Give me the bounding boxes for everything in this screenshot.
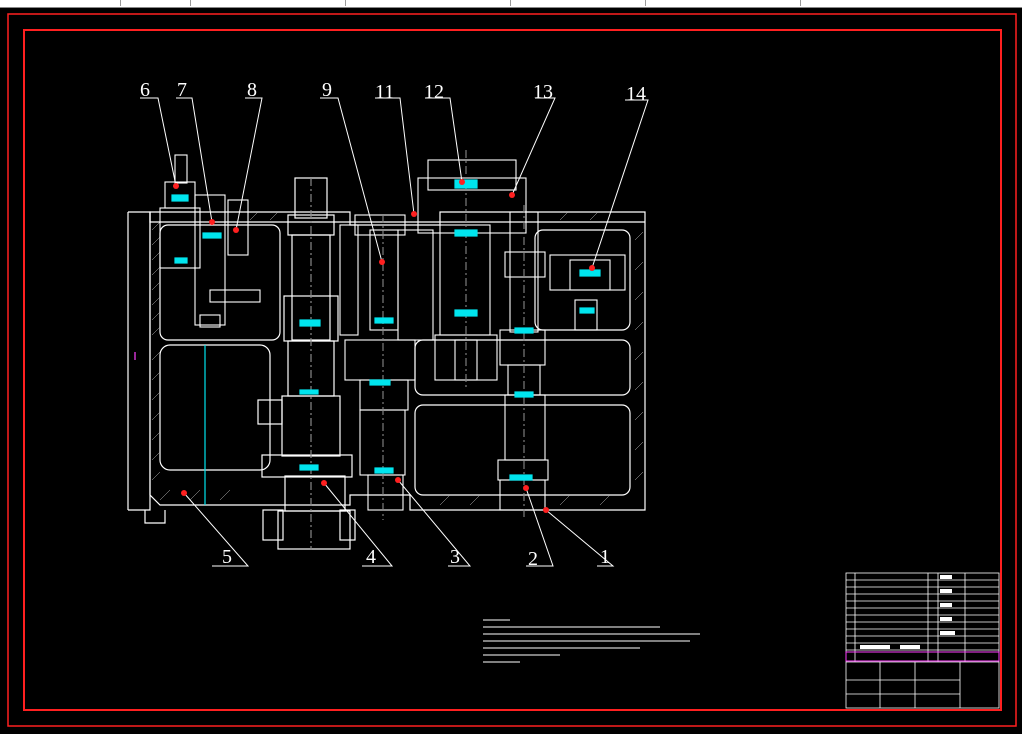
toolbar-segment[interactable]: [645, 0, 801, 6]
inner-frame: [23, 29, 1002, 711]
callout-13: 13: [533, 81, 553, 103]
callout-1: 1: [600, 546, 610, 568]
callout-6: 6: [140, 79, 150, 101]
toolbar-segment[interactable]: [0, 0, 121, 6]
callout-12: 12: [424, 81, 444, 103]
wall-hatching: [151, 211, 644, 506]
leader-lines: [140, 97, 649, 567]
leader-arrowheads: [173, 179, 595, 513]
toolbar-segment[interactable]: [120, 0, 191, 6]
technical-notes: [483, 619, 700, 663]
toolbar-segment[interactable]: [345, 0, 511, 6]
right-gear-assembly: [549, 254, 626, 331]
callout-14: 14: [626, 83, 646, 105]
callout-11: 11: [375, 81, 395, 103]
cyan-marks: [171, 179, 601, 481]
left-top-assembly: [159, 154, 261, 328]
callout-9: 9: [322, 79, 332, 101]
title-block-accent: [845, 651, 1000, 662]
callout-4: 4: [366, 546, 376, 568]
gearbox-housing: [127, 211, 646, 524]
toolbar-segment[interactable]: [190, 0, 346, 6]
right-shaft: [497, 205, 549, 520]
main-shaft: [257, 177, 356, 550]
callout-3: 3: [450, 546, 460, 568]
title-block: [845, 572, 1000, 709]
callout-5: 5: [222, 546, 232, 568]
toolbar-segment[interactable]: [510, 0, 646, 6]
toolbar-strip: [0, 0, 1022, 8]
callout-2: 2: [528, 548, 538, 570]
middle-gear-stack: [339, 214, 434, 520]
title-block-fills: [860, 575, 955, 649]
cad-drawing-canvas[interactable]: [0, 8, 1022, 734]
callout-8: 8: [247, 79, 257, 101]
callout-7: 7: [177, 79, 187, 101]
outer-sheet-border: [7, 13, 1017, 727]
